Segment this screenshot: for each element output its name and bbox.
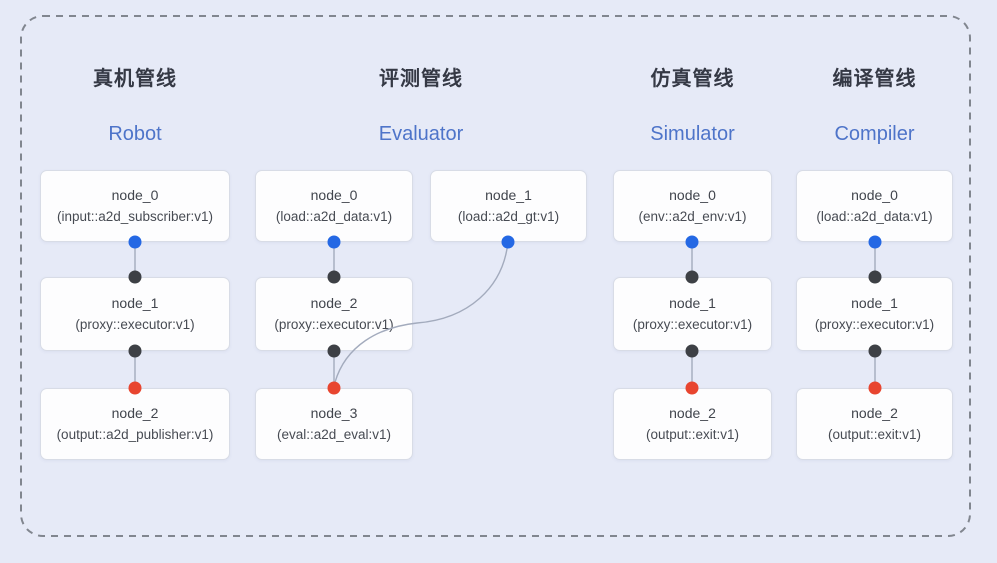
node-detail: (output::a2d_publisher:v1) bbox=[56, 427, 214, 442]
node-detail: (proxy::executor:v1) bbox=[814, 317, 935, 332]
node-name: node_1 bbox=[485, 187, 532, 203]
node-name: node_1 bbox=[851, 295, 898, 311]
node-simulator-0: node_0 (env::a2d_env:v1) bbox=[613, 170, 772, 242]
node-robot-2: node_2 (output::a2d_publisher:v1) bbox=[40, 388, 230, 460]
node-detail: (load::a2d_data:v1) bbox=[816, 209, 933, 224]
node-simulator-1: node_1 (proxy::executor:v1) bbox=[613, 277, 772, 351]
node-evaluator-2: node_2 (proxy::executor:v1) bbox=[255, 277, 413, 351]
node-detail: (eval::a2d_eval:v1) bbox=[276, 427, 392, 442]
pipeline-title-zh-compiler: 编译管线 bbox=[832, 68, 917, 90]
pipeline-title-en-simulator: Simulator bbox=[650, 123, 735, 145]
node-name: node_2 bbox=[111, 405, 159, 421]
node-detail: (env::a2d_env:v1) bbox=[638, 209, 747, 224]
node-compiler-0: node_0 (load::a2d_data:v1) bbox=[796, 170, 953, 242]
node-name: node_1 bbox=[111, 295, 159, 311]
node-evaluator-0: node_0 (load::a2d_data:v1) bbox=[255, 170, 413, 242]
node-detail: (proxy::executor:v1) bbox=[75, 317, 195, 332]
node-name: node_2 bbox=[669, 405, 716, 421]
node-name: node_3 bbox=[310, 405, 358, 421]
node-name: node_0 bbox=[111, 187, 159, 203]
node-name: node_0 bbox=[310, 187, 358, 203]
node-detail: (output::exit:v1) bbox=[645, 427, 740, 442]
node-detail: (load::a2d_data:v1) bbox=[275, 209, 393, 224]
node-name: node_2 bbox=[310, 295, 358, 311]
node-detail: (load::a2d_gt:v1) bbox=[457, 209, 560, 224]
node-compiler-2: node_2 (output::exit:v1) bbox=[796, 388, 953, 460]
node-name: node_1 bbox=[669, 295, 716, 311]
node-evaluator-1: node_1 (load::a2d_gt:v1) bbox=[430, 170, 587, 242]
pipeline-title-zh-robot: 真机管线 bbox=[93, 68, 177, 90]
pipeline-title-zh-evaluator: 评测管线 bbox=[379, 68, 463, 90]
pipeline-title-zh-simulator: 仿真管线 bbox=[650, 68, 735, 90]
node-name: node_0 bbox=[851, 187, 898, 203]
node-compiler-1: node_1 (proxy::executor:v1) bbox=[796, 277, 953, 351]
node-detail: (proxy::executor:v1) bbox=[632, 317, 753, 332]
node-robot-0: node_0 (input::a2d_subscriber:v1) bbox=[40, 170, 230, 242]
pipeline-title-en-compiler: Compiler bbox=[834, 123, 915, 145]
node-name: node_2 bbox=[851, 405, 898, 421]
node-name: node_0 bbox=[669, 187, 716, 203]
node-evaluator-3: node_3 (eval::a2d_eval:v1) bbox=[255, 388, 413, 460]
node-robot-1: node_1 (proxy::executor:v1) bbox=[40, 277, 230, 351]
node-simulator-2: node_2 (output::exit:v1) bbox=[613, 388, 772, 460]
node-detail: (proxy::executor:v1) bbox=[274, 317, 394, 332]
node-detail: (output::exit:v1) bbox=[827, 427, 922, 442]
pipeline-title-en-evaluator: Evaluator bbox=[378, 123, 464, 145]
pipeline-title-en-robot: Robot bbox=[108, 123, 162, 145]
node-detail: (input::a2d_subscriber:v1) bbox=[56, 209, 214, 224]
